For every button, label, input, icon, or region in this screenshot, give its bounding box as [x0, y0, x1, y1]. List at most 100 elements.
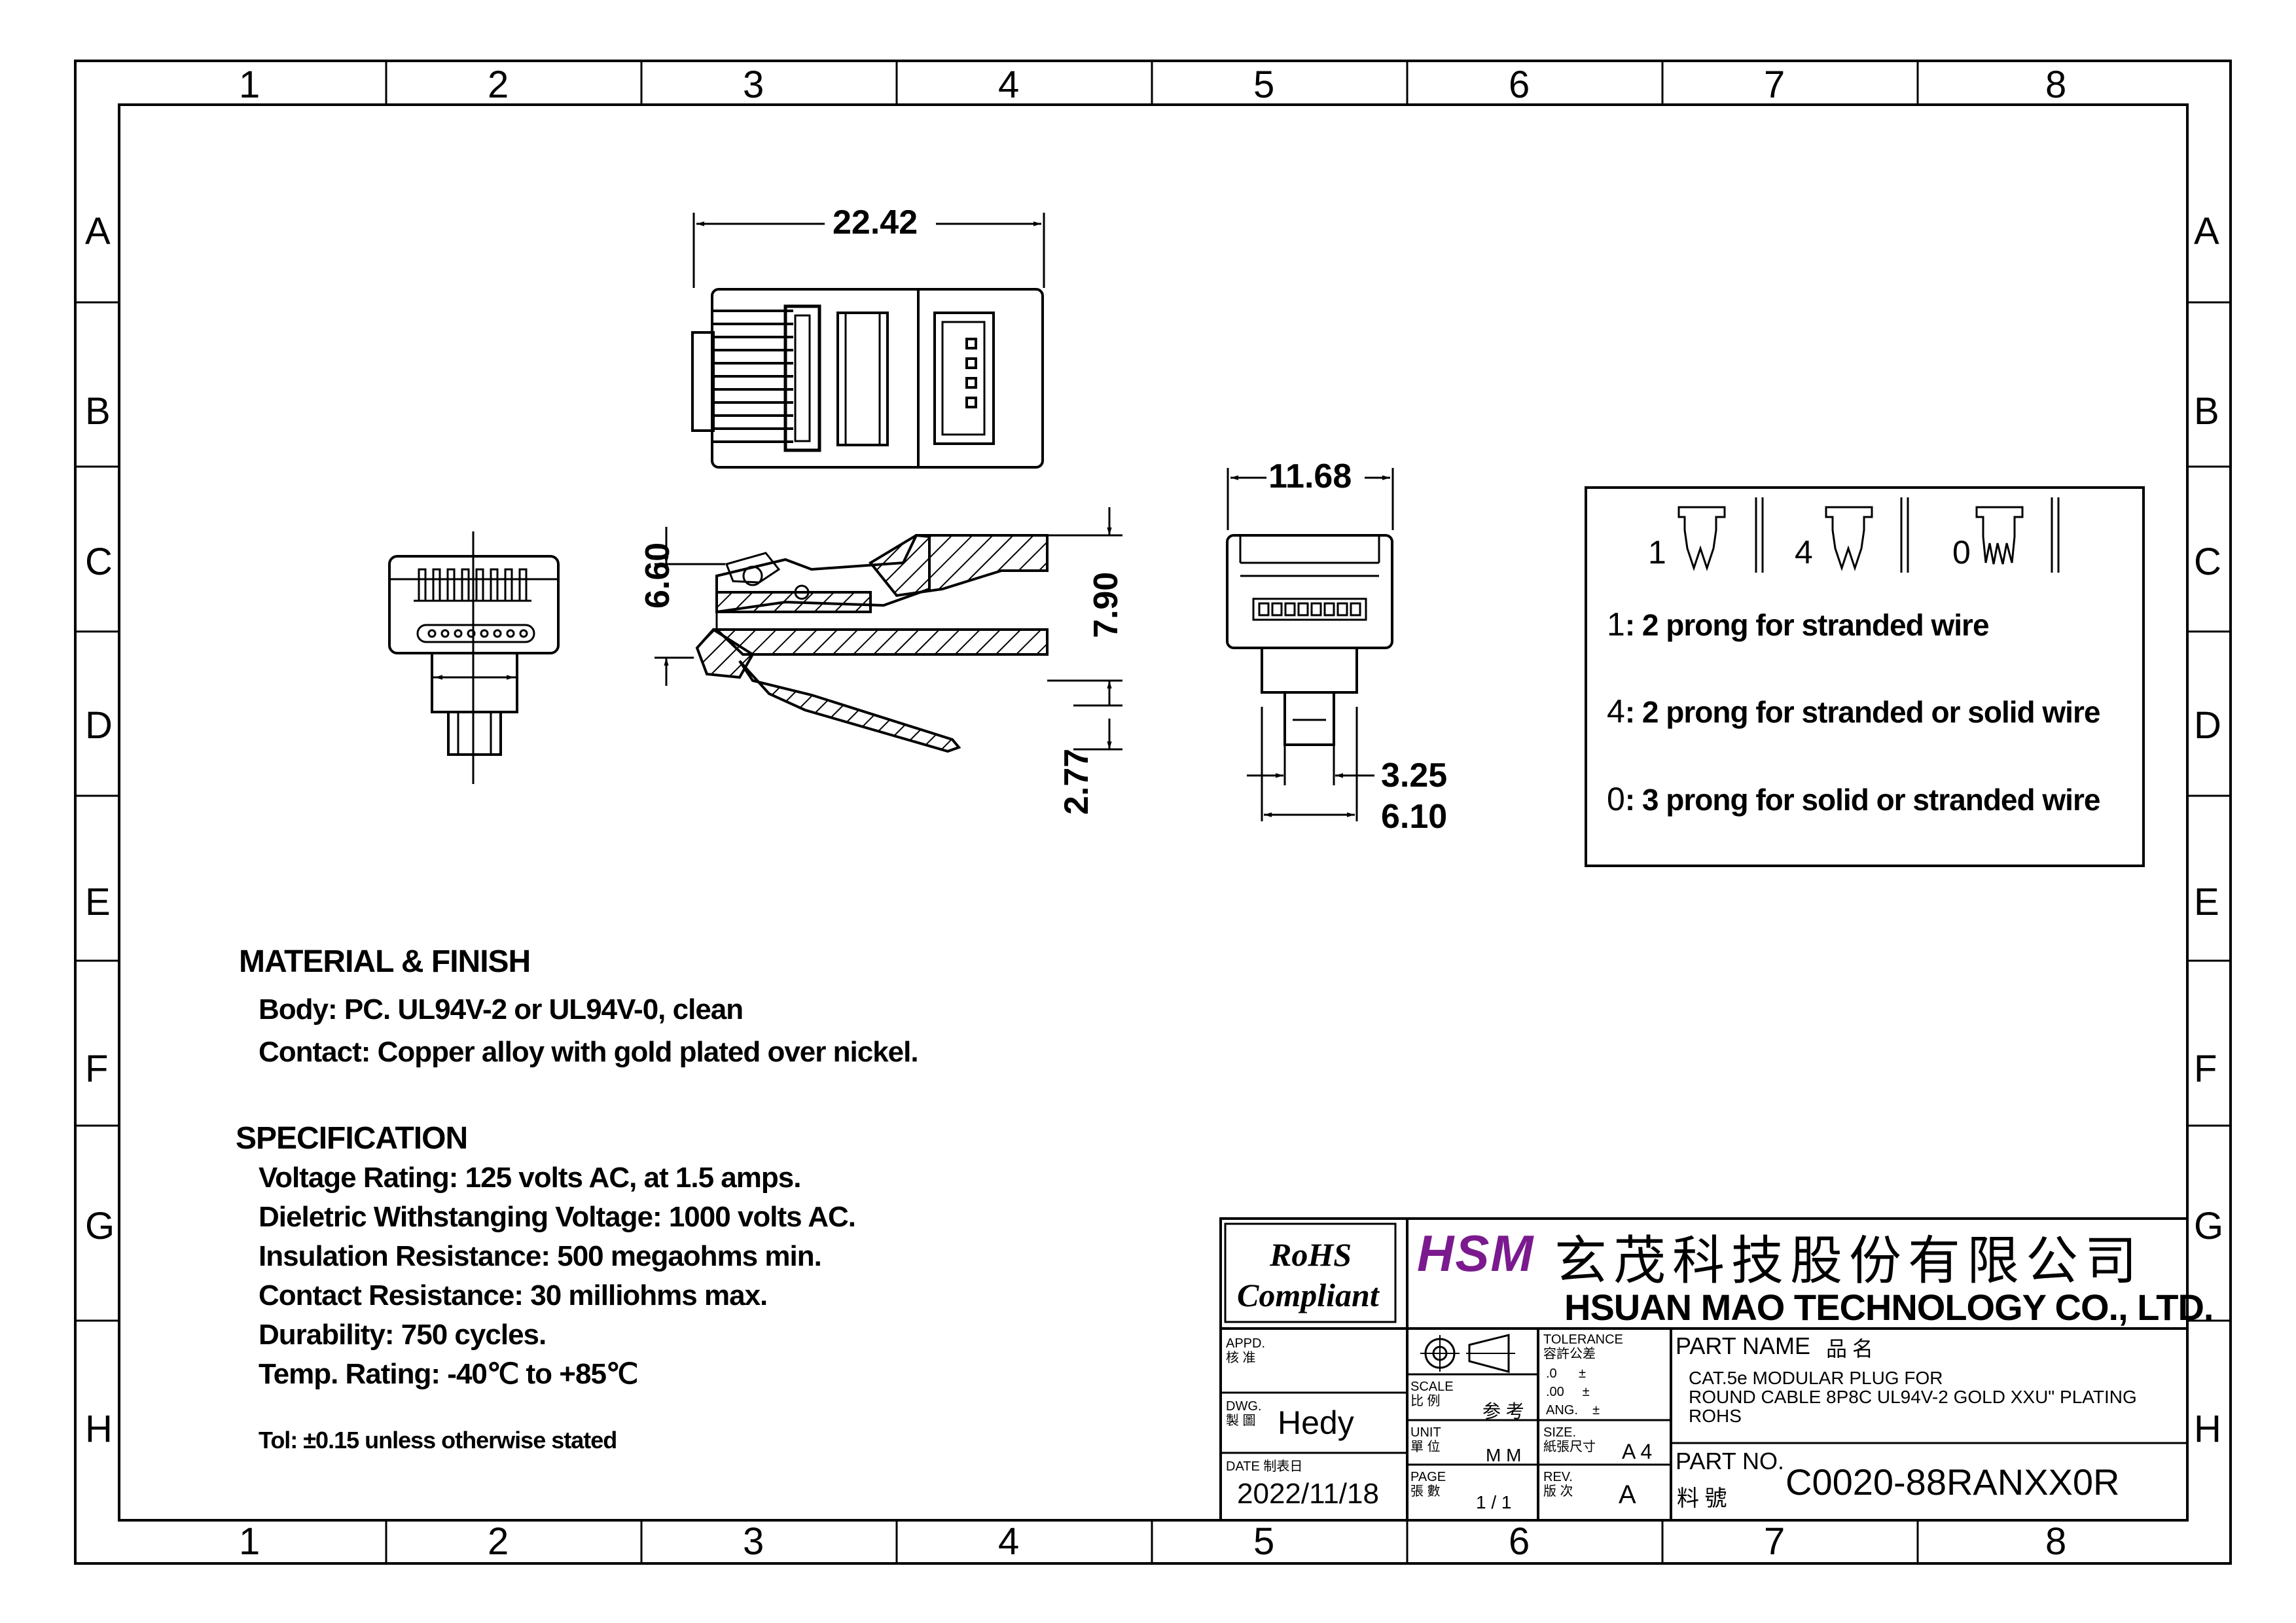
row-label: D: [85, 704, 113, 747]
col-label: 3: [743, 1520, 764, 1563]
part-name-line: ROUND CABLE 8P8C UL94V-2 GOLD XXU" PLATI…: [1689, 1387, 2137, 1407]
spec-item: Contact Resistance: 30 milliohms max.: [259, 1279, 768, 1311]
part-name-label: PART NAME: [1676, 1332, 1811, 1359]
prong-line: 0: 3 prong for solid or stranded wire: [1607, 781, 2100, 817]
row-ticks: [75, 301, 2231, 1322]
unit-value: M M: [1486, 1445, 1522, 1465]
rohs-label: RoHS: [1270, 1236, 1352, 1273]
part-name-line: CAT.5e MODULAR PLUG FOR: [1689, 1368, 1943, 1388]
col-label: 4: [998, 63, 1020, 106]
row-label: C: [2194, 541, 2221, 583]
col-label: 6: [1509, 1520, 1530, 1563]
front-view: [1226, 468, 1394, 821]
appd-label-cn: 核 准: [1226, 1351, 1256, 1365]
prong-line: 4: 2 prong for stranded or solid wire: [1607, 693, 2100, 730]
prong-icon-label: 0: [1952, 534, 1971, 571]
row-label: H: [85, 1408, 113, 1450]
part-no-label-cn: 料 號: [1677, 1487, 1727, 1511]
material-heading: MATERIAL & FINISH: [239, 944, 531, 979]
spec-item: Insulation Resistance: 500 megaohms min.: [259, 1240, 822, 1272]
row-label: H: [2194, 1408, 2221, 1450]
prong-icon-label: 1: [1648, 534, 1666, 571]
dim-side-height-outer: 7.90: [1087, 571, 1125, 638]
rev-value: A: [1619, 1480, 1636, 1509]
company-name-cn: 玄茂科技股份有限公司: [1554, 1233, 2144, 1291]
col-label: 2: [488, 63, 509, 106]
col-label: 1: [239, 63, 260, 106]
col-label: 8: [2045, 1520, 2067, 1563]
column-ticks: [385, 61, 1919, 1563]
col-label: 1: [239, 1520, 260, 1563]
size-label-cn: 紙張尺寸: [1543, 1440, 1596, 1454]
col-label: 7: [1764, 63, 1785, 106]
scale-value: 参 考: [1482, 1401, 1524, 1421]
col-label: 8: [2045, 63, 2067, 106]
scale-label: SCALE: [1410, 1380, 1454, 1394]
dwg-label-cn: 製 圖: [1226, 1414, 1256, 1428]
row-label: D: [2194, 704, 2221, 747]
inner-border: [118, 103, 2189, 1522]
specification-list: Voltage Rating: 125 volts AC, at 1.5 amp…: [259, 1158, 856, 1394]
dim-front-width: 11.68: [1268, 457, 1352, 495]
tolerance-row: ANG. ±: [1546, 1403, 1600, 1418]
tolerance-note: Tol: ±0.15 unless otherwise stated: [259, 1427, 617, 1454]
spec-item: Durability: 750 cycles.: [259, 1319, 547, 1351]
spec-item: Temp. Rating: -40℃ to +85℃: [259, 1358, 638, 1390]
part-name-label-cn: 品 名: [1826, 1337, 1874, 1361]
col-label: 6: [1509, 63, 1530, 106]
rev-label-cn: 版 次: [1543, 1484, 1573, 1499]
prong-box: [1585, 486, 2145, 867]
page-value: 1 / 1: [1476, 1492, 1512, 1512]
size-label: SIZE.: [1543, 1425, 1577, 1440]
material-body: Body: PC. UL94V-2 or UL94V-0, clean: [259, 993, 744, 1026]
prong-icon-label: 4: [1795, 534, 1813, 571]
row-label: F: [2194, 1048, 2217, 1090]
title-block-grid: [1219, 1217, 2189, 1522]
side-section-view: [655, 507, 1122, 753]
row-label: B: [85, 390, 111, 433]
dim-latch-drop: 2.77: [1058, 748, 1096, 815]
col-label: 2: [488, 1520, 509, 1563]
row-label: G: [85, 1205, 115, 1247]
row-label: B: [2194, 390, 2219, 433]
col-label: 5: [1253, 63, 1275, 106]
prong-line: 1: 2 prong for stranded wire: [1607, 606, 1990, 643]
page-label: PAGE: [1410, 1470, 1446, 1484]
spec-item: Dieletric Withstanging Voltage: 1000 vol…: [259, 1201, 856, 1233]
part-name-line: ROHS: [1689, 1406, 1742, 1426]
scale-label-cn: 比 例: [1410, 1394, 1441, 1408]
col-label: 5: [1253, 1520, 1275, 1563]
dwg-label: DWG.: [1226, 1399, 1262, 1414]
row-label: E: [85, 881, 111, 923]
row-label: G: [2194, 1205, 2224, 1247]
tolerance-row: .00 ±: [1546, 1385, 1590, 1399]
dim-top-width: 22.42: [833, 204, 918, 241]
row-label: A: [2194, 210, 2219, 253]
row-label: C: [85, 541, 113, 583]
part-number: C0020-88RANXX0R: [1785, 1461, 2120, 1503]
dim-side-height-inner: 6.60: [639, 542, 677, 609]
col-label: 3: [743, 63, 764, 106]
col-label: 4: [998, 1520, 1020, 1563]
specification-heading: SPECIFICATION: [236, 1121, 468, 1156]
col-label: 7: [1764, 1520, 1785, 1563]
unit-label: UNIT: [1410, 1425, 1441, 1440]
part-no-label: PART NO.: [1676, 1448, 1785, 1474]
dim-front-tab-inner: 3.25: [1381, 757, 1448, 794]
spec-item: Voltage Rating: 125 volts AC, at 1.5 amp…: [259, 1162, 801, 1194]
row-label: F: [85, 1048, 109, 1090]
drawn-by: Hedy: [1278, 1404, 1354, 1441]
drawing-date: 2022/11/18: [1237, 1478, 1379, 1510]
row-label: A: [85, 210, 111, 253]
tolerance-label-cn: 容許公差: [1543, 1347, 1596, 1361]
tolerance-label: TOLERANCE: [1543, 1332, 1623, 1347]
row-label: E: [2194, 881, 2219, 923]
tolerance-row: .0 ±: [1546, 1366, 1586, 1381]
end-view: [388, 531, 560, 784]
rev-label: REV.: [1543, 1470, 1573, 1484]
size-value: A 4: [1622, 1440, 1653, 1463]
date-label: DATE 制表日: [1226, 1459, 1303, 1474]
unit-label-cn: 單 位: [1410, 1440, 1441, 1454]
